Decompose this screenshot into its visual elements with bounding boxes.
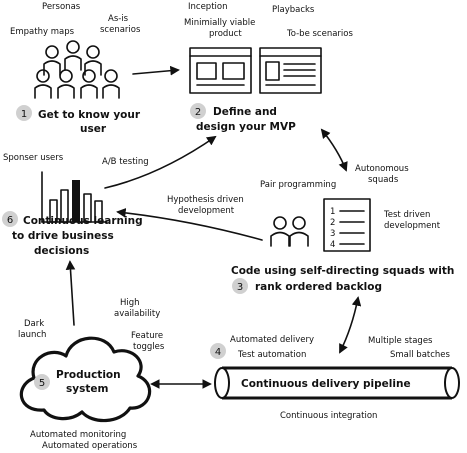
backlog-number: 4 (330, 240, 335, 250)
step-6-number: 6 (7, 215, 13, 226)
annotation-dark-launch-line1: Dark (24, 319, 44, 329)
person-icon (80, 69, 98, 99)
annotation-continuous-integration: Continuous integration (280, 411, 377, 421)
annotation-personas: Personas (42, 2, 81, 12)
step-4-badge (210, 343, 226, 359)
person-icon (102, 69, 120, 99)
person-icon (43, 45, 61, 76)
step-4-title: Continuous delivery pipeline (241, 378, 411, 390)
annotation-autonomous-line1: Autonomous (355, 164, 409, 174)
step-3-title-line2: rank ordered backlog (255, 281, 382, 293)
step-3-title-line1: Code using self-directing squads with (231, 265, 454, 277)
annotation-test-automation: Test automation (237, 350, 306, 360)
person-icon (84, 45, 102, 76)
annotation-test-driven-line1: Test driven (383, 210, 430, 220)
step-3-number: 3 (237, 282, 243, 293)
annotation-ab-testing: A/B testing (102, 157, 149, 167)
annotation-empathy-maps: Empathy maps (10, 27, 75, 37)
step-1-title-line1: Get to know your (38, 109, 141, 121)
annotation-feature-toggles-line1: Feature (131, 331, 163, 341)
step-5-title-line2: system (66, 383, 108, 395)
step-6-title-line2: to drive business (12, 230, 114, 242)
step-2-title-line1: Define and (213, 106, 277, 118)
person-icon (64, 40, 82, 71)
pipeline-shape (214, 366, 460, 400)
annotation-inception: Inception (188, 2, 227, 12)
annotation-feature-toggles-line2: toggles (133, 342, 165, 352)
backlog-number: 1 (330, 207, 335, 217)
production-cloud-shape (19, 336, 152, 423)
annotation-automated-delivery: Automated delivery (230, 335, 314, 345)
arrow-4-to-3 (339, 296, 362, 354)
users-group-icon (34, 40, 120, 99)
step-1-badge (16, 105, 32, 121)
step-6-badge (2, 211, 18, 227)
backlog-document-icon: 1 2 3 4 (323, 198, 371, 252)
step-3-badge (232, 278, 248, 294)
annotation-hypothesis-line2: development (178, 206, 235, 216)
annotation-sponser-users: Sponser users (3, 153, 64, 163)
bar-chart-icon (41, 171, 108, 223)
annotation-hypothesis-line1: Hypothesis driven (167, 195, 244, 205)
annotation-high-availability-line1: High (120, 298, 140, 308)
person-icon (57, 69, 75, 99)
annotation-mvp-line2: product (209, 29, 242, 39)
annotation-test-driven-line2: development (384, 221, 441, 231)
annotation-small-batches: Small batches (390, 350, 451, 360)
step-2-badge (190, 103, 206, 119)
backlog-number: 2 (330, 218, 335, 228)
step-5-number: 5 (39, 378, 45, 389)
annotation-autonomous-line2: squads (368, 175, 399, 185)
wireframe-icon (189, 47, 252, 94)
arrow-6-to-2 (104, 135, 217, 189)
annotation-dark-launch-line2: launch (18, 330, 46, 340)
annotation-multiple-stages: Multiple stages (368, 336, 433, 346)
annotation-as-is-line2: scenarios (100, 25, 141, 35)
annotation-as-is-line1: As-is (108, 14, 129, 24)
step-5-title-line1: Production (56, 369, 121, 381)
step-1-title-line2: user (80, 123, 107, 135)
wireframe-icon (259, 47, 322, 94)
step-4-number: 4 (215, 347, 221, 358)
step-6-title-line3: decisions (34, 245, 89, 257)
annotation-mvp-line1: Minimially viable (184, 18, 255, 28)
step-6-title-line1: Continuous learning (23, 215, 143, 227)
annotation-automated-monitoring: Automated monitoring (30, 430, 126, 440)
annotation-pair-programming: Pair programming (260, 180, 336, 190)
backlog-number: 3 (330, 229, 335, 239)
step-2-title-line2: design your MVP (196, 121, 296, 133)
annotation-to-be-scenarios: To-be scenarios (286, 29, 353, 39)
arrow-3-to-6 (116, 208, 263, 241)
step-1-number: 1 (21, 109, 27, 120)
pair-programmers-icon (270, 216, 309, 247)
step-5-badge (34, 374, 50, 390)
step-2-number: 2 (195, 107, 201, 118)
arrow-5-to-6 (65, 260, 76, 326)
person-icon (34, 69, 52, 99)
annotation-automated-operations: Automated operations (42, 441, 138, 451)
arrow-1-to-2 (132, 65, 180, 76)
annotation-high-availability-line2: availability (114, 309, 160, 319)
arrow-2-to-3 (320, 128, 348, 172)
annotation-playbacks: Playbacks (272, 5, 315, 15)
